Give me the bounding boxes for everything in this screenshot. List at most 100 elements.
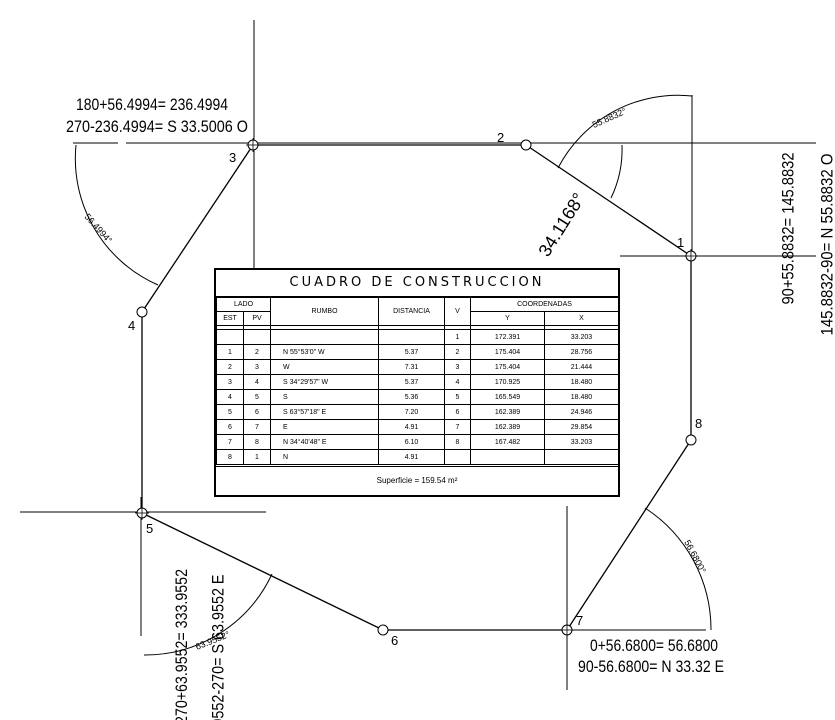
arc-v1-inner: [610, 144, 623, 199]
cell-rumbo: E: [270, 419, 379, 435]
cell-y: [470, 449, 545, 465]
v5-calc-line2: 333.9552-270= S 63.9552 E: [209, 575, 228, 720]
cell-pv: 6: [243, 404, 271, 420]
cell-rumbo: [270, 329, 379, 345]
cell-x: 18.480: [544, 374, 619, 390]
cell-y: 170.925: [470, 374, 545, 390]
cell-x: 21.444: [544, 359, 619, 375]
polygon-boundary: [141, 144, 692, 631]
cell-x: 33.203: [544, 434, 619, 450]
cell-rumbo: S 63°57'18" E: [270, 404, 379, 420]
cell-rumbo: N: [270, 449, 379, 465]
vertex-6: [377, 624, 389, 636]
header-distancia: DISTANCIA: [378, 297, 445, 326]
cell-pv: 3: [243, 359, 271, 375]
cell-distancia: 5.37: [378, 374, 445, 390]
cell-rumbo: S 34°29'57" W: [270, 374, 379, 390]
calculation-notes: 180+56.4994= 236.4994 270-236.4994= S 33…: [66, 95, 835, 720]
v1-calc-line2: 145.8832-90= N 55.8832 O: [818, 154, 835, 336]
cell-v: 3: [444, 359, 471, 375]
cell-y: 175.404: [470, 344, 545, 360]
header-v: V: [444, 297, 471, 326]
cell-pv: 4: [243, 374, 271, 390]
v1-angle-big-label: 34.1168°: [534, 189, 589, 260]
cell-y: 172.391: [470, 329, 545, 345]
vertex-1-label: 1: [677, 235, 684, 250]
cell-pv: 5: [243, 389, 271, 405]
cell-x: 18.480: [544, 389, 619, 405]
cell-est: [216, 329, 244, 345]
cell-rumbo: N 34°40'48" E: [270, 434, 379, 450]
cell-rumbo: S: [270, 389, 379, 405]
construction-table: CUADRO DE CONSTRUCCION LADO RUMBO DISTAN…: [214, 268, 620, 497]
cell-est: 4: [216, 389, 244, 405]
v5-calc-line1: 270+63.9552= 333.9552: [172, 569, 191, 720]
vertex-markers: [135, 138, 698, 637]
v3-calc-line1: 180+56.4994= 236.4994: [76, 95, 228, 114]
cell-pv: 7: [243, 419, 271, 435]
arc-v1-top: [557, 94, 693, 169]
vertex-7-label: 7: [576, 613, 583, 628]
cell-y: 165.549: [470, 389, 545, 405]
vertex-labels: 1 2 3 4 5 6 7 8: [128, 130, 702, 648]
cell-v: 5: [444, 389, 471, 405]
vertex-2: [520, 139, 532, 151]
side-7-8: [566, 439, 692, 631]
header-coordenadas: COORDENADAS: [470, 297, 619, 312]
vertex-6-label: 6: [391, 633, 398, 648]
side-1-2: [525, 144, 692, 257]
cell-rumbo: N 55°53'0" W: [270, 344, 379, 360]
cell-y: 167.482: [470, 434, 545, 450]
vertex-4-label: 4: [128, 318, 135, 333]
vertex-3-label: 3: [229, 150, 236, 165]
arc-v5: [143, 573, 273, 656]
vertex-8: [685, 434, 697, 446]
cell-v: 1: [444, 329, 471, 345]
vertex-1: [684, 249, 698, 263]
cell-est: 7: [216, 434, 244, 450]
header-pv: PV: [243, 311, 271, 326]
cell-est: 5: [216, 404, 244, 420]
cell-est: 6: [216, 419, 244, 435]
cell-est: 1: [216, 344, 244, 360]
header-est: EST: [216, 311, 244, 326]
cell-distancia: [378, 329, 445, 345]
vertex-5-label: 5: [146, 521, 153, 536]
cell-v: [444, 449, 471, 465]
cell-distancia: 4.91: [378, 419, 445, 435]
vertex-2-label: 2: [497, 130, 504, 145]
cell-x: 28.756: [544, 344, 619, 360]
cell-v: 4: [444, 374, 471, 390]
v1-calc-line1: 90+55.8832= 145.8832: [779, 153, 798, 305]
cell-pv: 1: [243, 449, 271, 465]
angle-arcs: [74, 94, 712, 656]
arc-v3: [74, 144, 159, 286]
cell-distancia: 4.91: [378, 449, 445, 465]
vertex-4: [136, 306, 148, 318]
cell-est: 2: [216, 359, 244, 375]
cell-est: 3: [216, 374, 244, 390]
cell-pv: [243, 329, 271, 345]
vertex-5: [135, 506, 149, 520]
vertex-7: [560, 623, 574, 637]
cell-v: 7: [444, 419, 471, 435]
cell-distancia: 6.10: [378, 434, 445, 450]
cell-distancia: 5.36: [378, 389, 445, 405]
table-grid: LADO RUMBO DISTANCIA V COORDENADAS EST P…: [216, 297, 619, 465]
v7-calc-line1: 0+56.6800= 56.6800: [590, 636, 718, 655]
reference-lines: [20, 20, 816, 690]
header-y: Y: [470, 311, 545, 326]
cell-y: 162.389: [470, 404, 545, 420]
cell-v: 6: [444, 404, 471, 420]
v7-angle-label: 56.6800°: [682, 538, 708, 575]
cell-distancia: 5.37: [378, 344, 445, 360]
side-3-4: [141, 144, 254, 313]
header-x: X: [544, 311, 619, 326]
